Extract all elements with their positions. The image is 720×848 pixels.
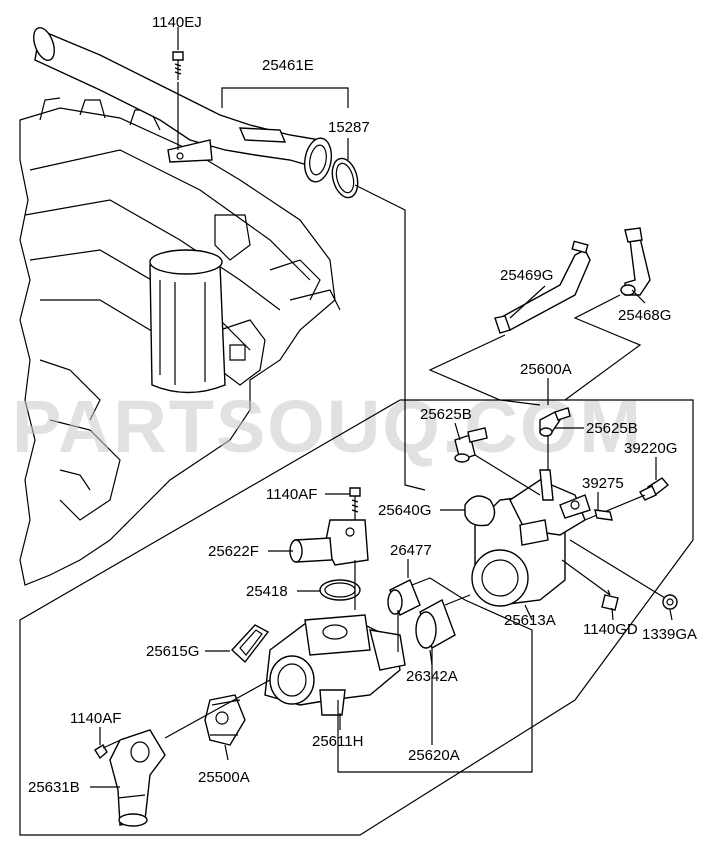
hose-25468G [620, 227, 651, 296]
clip-39275 [594, 509, 613, 521]
fitting-25625B-left [454, 427, 488, 463]
gasket-25640G [464, 495, 496, 527]
label-25613A: 25613A [504, 612, 556, 629]
part-labels: 1140EJ 25461E 15287 25469G 25468G 25600A… [28, 14, 697, 796]
label-25640G: 25640G [378, 502, 431, 519]
label-25625B-right: 25625B [586, 420, 638, 437]
label-25625B-left: 25625B [420, 406, 472, 423]
label-1140AF-bottom: 1140AF [70, 710, 121, 727]
bolt-1140GD [601, 589, 619, 611]
housing-25611H [264, 614, 406, 716]
label-25631B: 25631B [28, 779, 80, 796]
fitting-25622F [289, 519, 369, 566]
fitting-25631B [109, 729, 166, 827]
fitting-25625B-right [539, 407, 571, 437]
label-25611H: 25611H [312, 733, 363, 750]
label-26342A: 26342A [406, 668, 458, 685]
pipe-26342A [415, 598, 456, 650]
label-26477: 26477 [390, 542, 432, 559]
leader-lines [90, 27, 673, 788]
frame-box [19, 399, 694, 836]
engine-block-drawing [19, 97, 341, 586]
label-25469G: 25469G [500, 267, 553, 284]
label-25600A: 25600A [520, 361, 572, 378]
label-25418: 25418 [246, 583, 288, 600]
housing-25600A [471, 469, 591, 607]
label-25615G: 25615G [146, 643, 199, 660]
label-25500A: 25500A [198, 769, 250, 786]
gasket-25615G [231, 624, 270, 664]
label-1339GA: 1339GA [642, 626, 697, 643]
label-25620A: 25620A [408, 747, 460, 764]
label-15287: 15287 [328, 119, 370, 136]
sensor-39220G [638, 477, 670, 501]
water-pipe-25461E [33, 27, 333, 183]
label-39220G: 39220G [624, 440, 677, 457]
bolt-1140EJ [172, 35, 184, 150]
pipe-26477 [387, 579, 421, 616]
label-25461E: 25461E [262, 57, 314, 74]
label-39275: 39275 [582, 475, 624, 492]
label-25622F: 25622F [208, 543, 259, 560]
watermark-text: PARTSOUQ.COM [12, 385, 643, 468]
nut-1339GA [662, 594, 678, 610]
hose-25469G [494, 240, 591, 334]
label-1140GD: 1140GD [583, 621, 638, 638]
label-1140AF-top: 1140AF [266, 486, 317, 503]
thermostat-25500A [204, 694, 246, 746]
o-ring-15287 [331, 157, 359, 199]
label-25468G: 25468G [618, 307, 671, 324]
label-1140EJ: 1140EJ [152, 14, 202, 31]
